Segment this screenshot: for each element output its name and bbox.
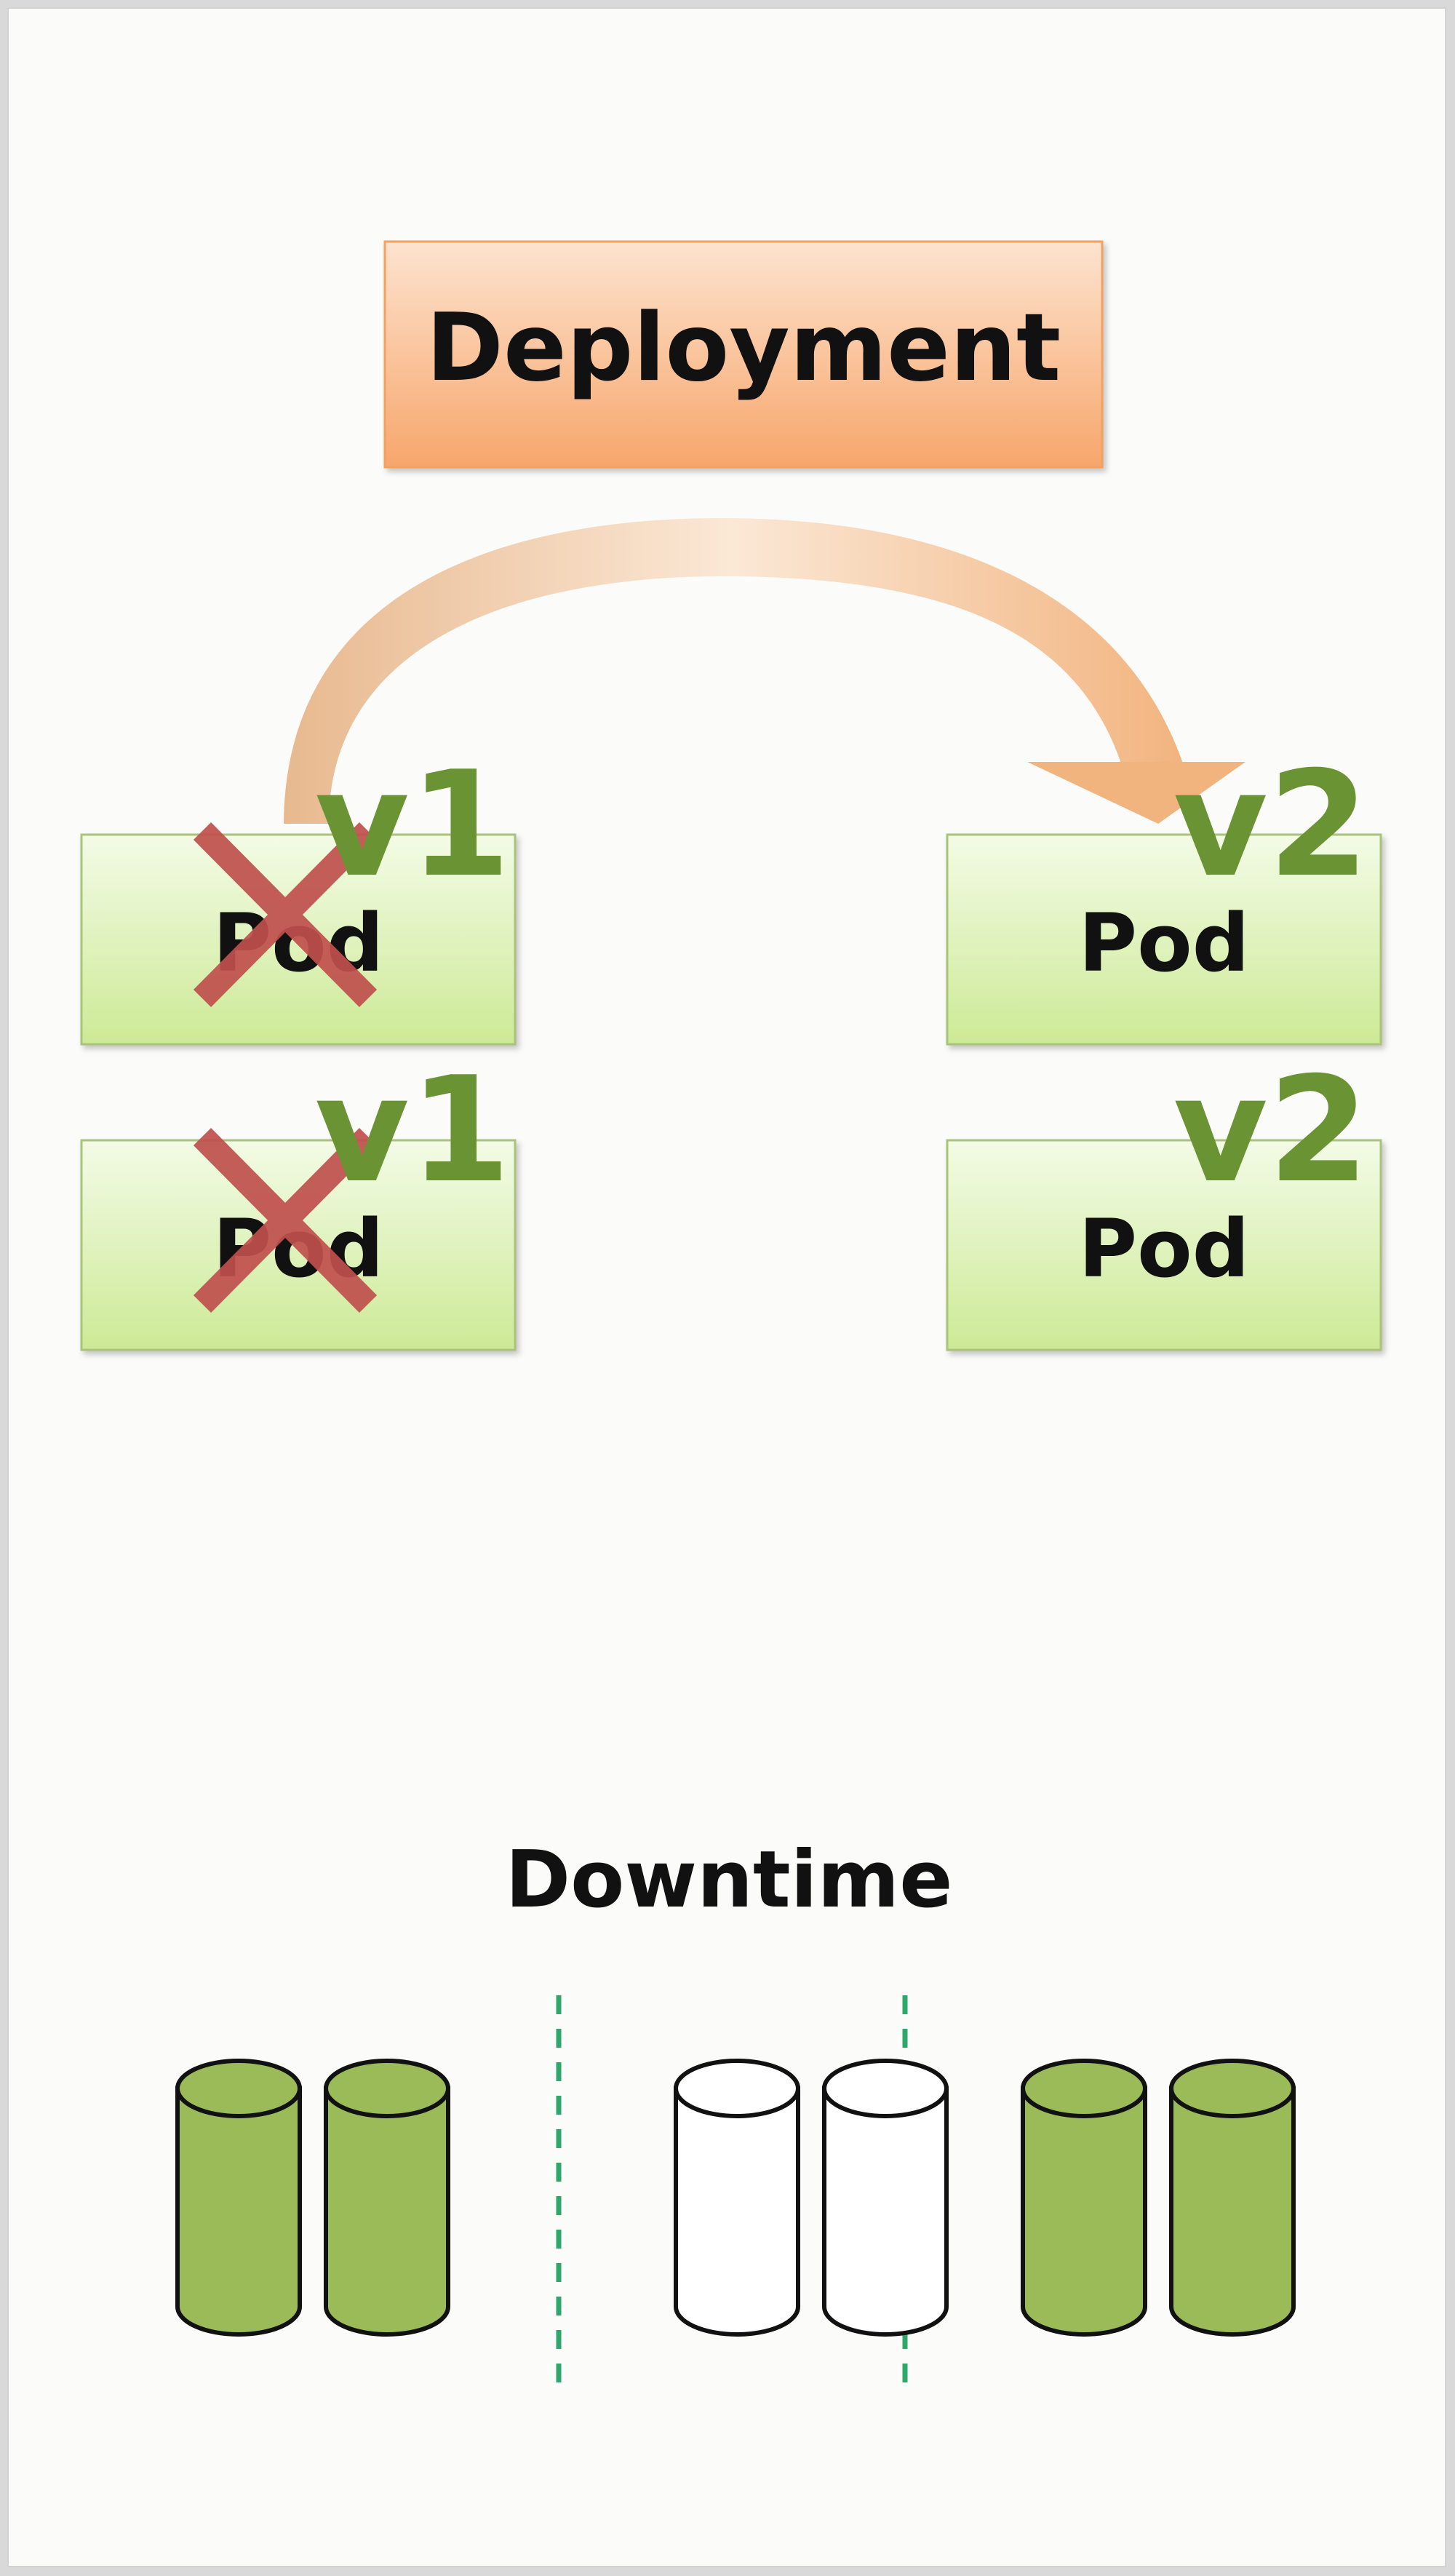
version-label: v2: [1173, 1046, 1369, 1215]
pod-new-2: Pod v2: [946, 1046, 1382, 1351]
pod-old-2: Pod v1: [80, 1046, 517, 1351]
recreate-strategy-diagram: Deployment Pod v1 Pod v1 Pod v2 Pod v2: [80, 240, 1382, 2388]
cylinder-active-icon: [175, 2059, 302, 2337]
cross-icon: [193, 1128, 378, 1313]
version-label: v2: [1173, 740, 1369, 910]
cylinder-inactive-icon: [674, 2059, 800, 2337]
pod-old-1: Pod v1: [80, 740, 517, 1046]
cross-icon: [193, 822, 378, 1007]
cylinder-inactive-icon: [822, 2059, 949, 2337]
pod-new-1: Pod v2: [946, 740, 1382, 1046]
downtime-label: Downtime: [506, 1834, 953, 1925]
pod-label: Pod: [1079, 897, 1250, 990]
deployment-label: Deployment: [426, 294, 1061, 402]
cylinder-active-icon: [1021, 2059, 1147, 2337]
pod-label: Pod: [1079, 1202, 1250, 1295]
deployment-box: Deployment: [383, 240, 1104, 469]
cylinder-active-icon: [1169, 2059, 1296, 2337]
rollout-arrow: [284, 518, 1245, 824]
version-label: v1: [314, 740, 511, 910]
version-label: v1: [314, 1046, 511, 1215]
slide-canvas: Deployment Pod v1 Pod v1 Pod v2 Pod v2: [7, 7, 1446, 2567]
cylinder-active-icon: [324, 2059, 450, 2337]
timeline-cylinders: [175, 2059, 1296, 2337]
